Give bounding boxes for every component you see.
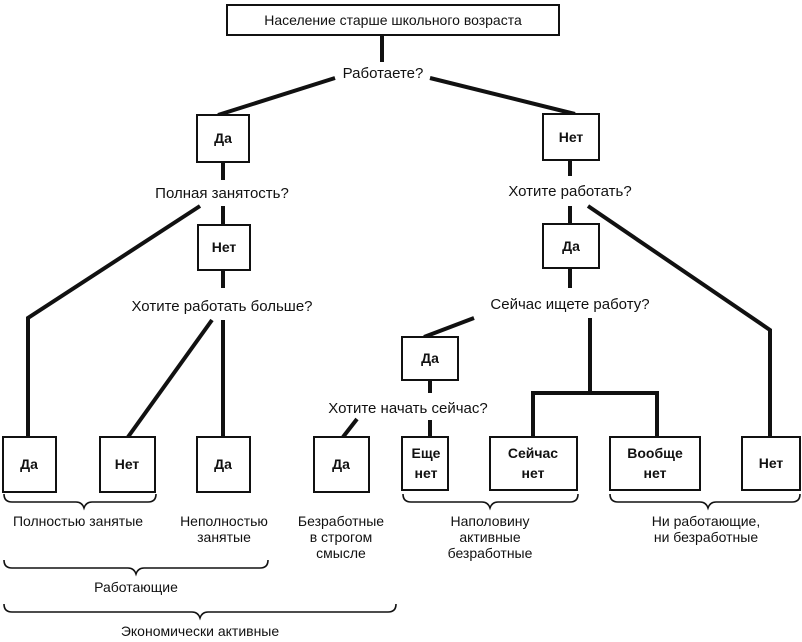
svg-text:Вообще: Вообще <box>627 445 683 461</box>
svg-text:в строгом: в строгом <box>310 529 373 545</box>
answer-working-yes: Да <box>196 114 250 163</box>
svg-text:Еще: Еще <box>412 445 441 461</box>
svg-text:Сейчас: Сейчас <box>508 445 558 461</box>
brace-neither <box>609 493 801 511</box>
root-label: Население старше школьного возраста <box>264 12 522 28</box>
brace-semi-active <box>402 493 579 511</box>
svg-text:ни безработные: ни безработные <box>654 529 758 545</box>
edge-seeking-to-no-b <box>590 391 659 437</box>
leaf-start-not-yet: Еще нет <box>401 436 449 491</box>
leaf-start-now-yes: Да <box>313 436 370 493</box>
svg-text:безработные: безработные <box>448 545 533 561</box>
question-want-more: Хотите работать больше? <box>131 298 312 315</box>
category-underemployed: Неполностью занятые <box>180 513 268 545</box>
svg-text:Неполностью: Неполностью <box>180 513 268 529</box>
svg-text:Да: Да <box>214 130 232 146</box>
question-start-now: Хотите начать сейчас? <box>328 400 488 417</box>
edge-wantmore-to-no <box>126 318 214 439</box>
brace-fully-employed <box>3 493 157 511</box>
leaf-seek-not-now: Сейчас нет <box>489 436 578 491</box>
leaf-full-time-yes: Да <box>2 436 57 493</box>
question-working: Работаете? <box>343 65 424 82</box>
leaf-want-work-no: Нет <box>741 436 801 491</box>
leaf-seek-not-at-all: Вообще нет <box>609 436 701 491</box>
edge-startnow-to-yes <box>341 417 359 439</box>
svg-text:активные: активные <box>459 529 521 545</box>
svg-text:Да: Да <box>20 456 38 472</box>
category-fully-employed: Полностью занятые <box>13 513 143 529</box>
svg-text:Безработные: Безработные <box>298 513 384 529</box>
svg-text:Ни работающие,: Ни работающие, <box>652 513 760 529</box>
svg-text:нет: нет <box>522 465 545 481</box>
svg-text:Нет: Нет <box>212 239 237 255</box>
svg-text:Да: Да <box>562 238 580 254</box>
svg-text:нет: нет <box>415 465 438 481</box>
svg-text:смысле: смысле <box>316 545 366 561</box>
brace-economically-active <box>3 603 397 621</box>
group-employed: Работающие <box>94 579 178 595</box>
svg-text:Нет: Нет <box>115 456 140 472</box>
answer-full-time-no: Нет <box>197 224 251 271</box>
question-seeking: Сейчас ищете работу? <box>490 296 649 313</box>
svg-text:Да: Да <box>421 350 439 366</box>
answer-want-work-yes: Да <box>542 223 600 269</box>
svg-text:нет: нет <box>644 465 667 481</box>
svg-text:Нет: Нет <box>559 129 584 145</box>
category-neither: Ни работающие, ни безработные <box>652 513 760 545</box>
leaf-want-more-yes: Да <box>196 436 251 493</box>
edge-working-to-yes <box>217 76 336 117</box>
answer-seeking-yes: Да <box>401 336 459 381</box>
edge-wantwork-to-no <box>586 204 772 437</box>
leaf-want-more-no: Нет <box>99 436 156 493</box>
svg-text:Наполовину: Наполовину <box>450 513 529 529</box>
category-unemployed-strict: Безработные в строгом смысле <box>298 513 384 561</box>
question-want-work: Хотите работать? <box>508 183 631 200</box>
tree-edges <box>26 35 772 439</box>
question-full-time: Полная занятость? <box>155 185 289 202</box>
svg-text:занятые: занятые <box>197 529 251 545</box>
edge-seeking-to-no <box>531 318 592 437</box>
category-semi-active-unemployed: Наполовину активные безработные <box>448 513 533 561</box>
root-node: Население старше школьного возраста <box>226 4 560 36</box>
svg-text:Нет: Нет <box>759 455 784 471</box>
edge-working-to-no <box>429 76 576 116</box>
svg-text:Да: Да <box>214 456 232 472</box>
edge-seeking-to-yes <box>423 316 475 339</box>
brace-employed <box>3 559 269 577</box>
group-economically-active: Экономически активные <box>121 623 280 639</box>
answer-working-no: Нет <box>542 113 600 161</box>
edge-fulltime-to-yes <box>26 204 202 437</box>
svg-text:Да: Да <box>332 456 350 472</box>
